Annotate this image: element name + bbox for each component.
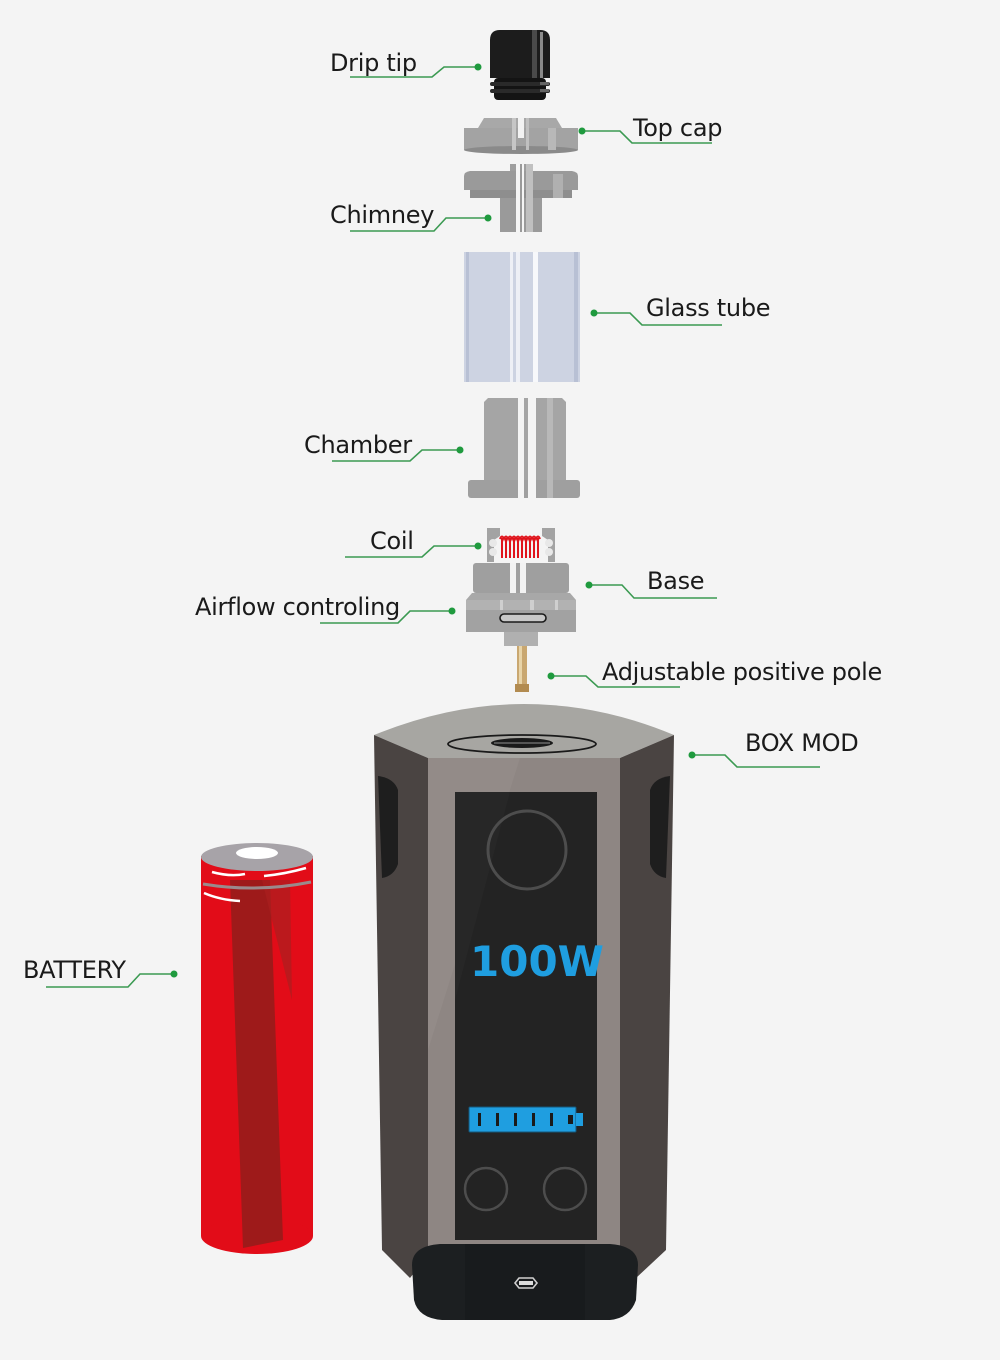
label-drip-tip: Drip tip	[330, 49, 417, 77]
dot-drip-tip	[474, 63, 482, 71]
leader-positive-pole	[551, 675, 680, 688]
leader-chimney	[350, 217, 488, 232]
usb-port-icon	[513, 1277, 539, 1289]
glass-tube-illustration	[464, 252, 580, 382]
label-box-mod: BOX MOD	[745, 729, 859, 757]
dot-positive-pole	[547, 672, 555, 680]
dot-base	[585, 581, 593, 589]
coil-wire	[499, 535, 541, 558]
battery-illustration	[201, 843, 313, 1254]
coil-base-illustration	[466, 528, 576, 692]
label-chamber: Chamber	[304, 431, 412, 459]
label-battery: BATTERY	[23, 956, 126, 984]
leader-lines	[46, 66, 820, 988]
leader-dots	[170, 63, 696, 978]
fire-button-icon	[486, 809, 568, 891]
label-top-cap: Top cap	[633, 114, 723, 142]
label-positive-pole: Adjustable positive pole	[602, 658, 882, 686]
leader-box-mod	[692, 754, 820, 768]
chimney-illustration	[464, 164, 578, 232]
label-coil: Coil	[370, 527, 414, 555]
dot-chamber	[456, 446, 464, 454]
dot-battery	[170, 970, 178, 978]
label-chimney: Chimney	[330, 201, 435, 229]
leader-coil	[345, 545, 478, 558]
leader-chamber	[332, 449, 460, 462]
label-base: Base	[647, 567, 705, 595]
dot-coil	[474, 542, 482, 550]
battery-level-icon	[468, 1106, 583, 1133]
dot-airflow	[448, 607, 456, 615]
leader-base	[589, 584, 717, 599]
box-mod-illustration	[374, 704, 674, 1320]
top-cap-illustration	[464, 118, 578, 154]
leader-battery	[46, 973, 174, 988]
leader-drip-tip	[350, 66, 478, 78]
dot-top-cap	[578, 127, 586, 135]
label-glass-tube: Glass tube	[646, 294, 771, 322]
leader-top-cap	[582, 130, 712, 144]
chamber-illustration	[468, 398, 580, 498]
leader-glass-tube	[594, 312, 722, 326]
leader-airflow	[320, 610, 452, 624]
dot-glass-tube	[590, 309, 598, 317]
dot-chimney	[484, 214, 492, 222]
down-button-icon	[463, 1166, 509, 1212]
dot-box-mod	[688, 751, 696, 759]
wattage-display: 100W	[470, 937, 604, 986]
up-button-icon	[542, 1166, 588, 1212]
drip-tip-illustration	[490, 30, 550, 100]
label-airflow: Airflow controling	[195, 593, 400, 621]
